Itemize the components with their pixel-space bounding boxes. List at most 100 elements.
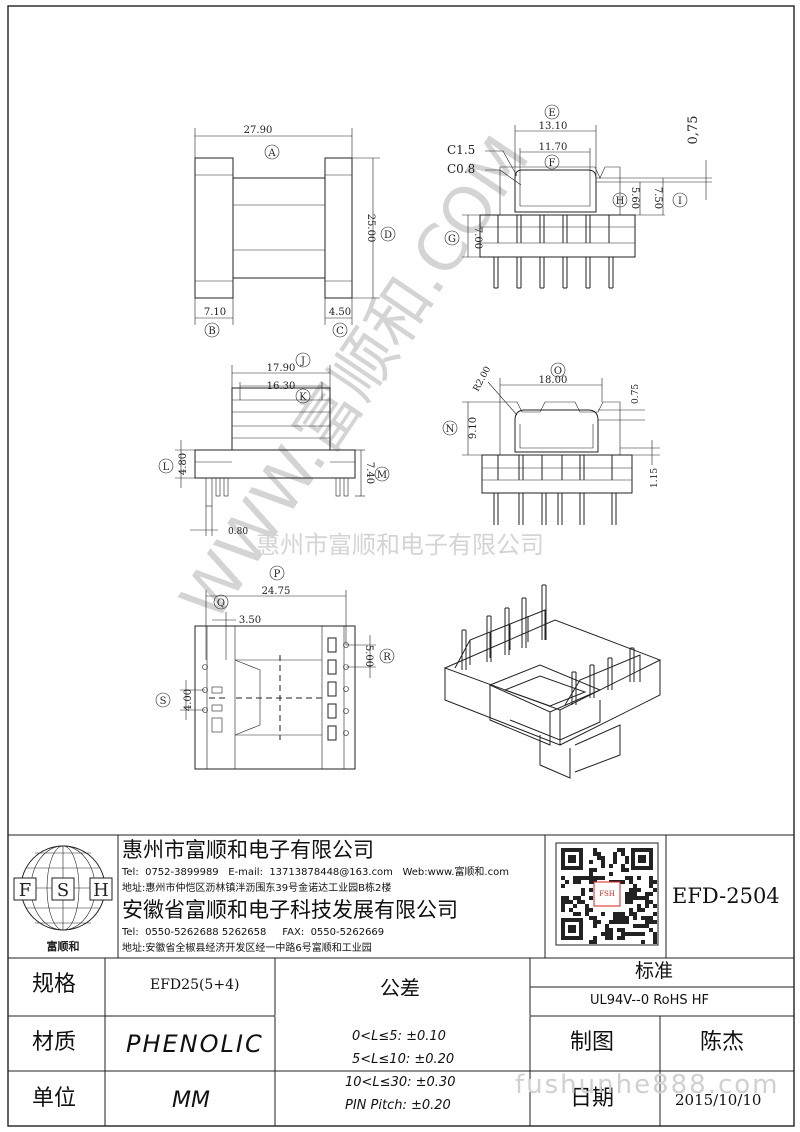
fsh-logo-icon: F S H 富顺和 <box>13 845 113 953</box>
dim-d: 25.00 <box>365 214 376 243</box>
label-n: N <box>442 420 458 436</box>
dim-s: 4.00 <box>183 689 194 711</box>
company1-addr: 惠州市仲恺区沥林镇泮沥围东39号金诺达工业园B栋2楼 <box>145 883 392 894</box>
company1-addr-line: 地址:惠州市仲恺区沥林镇泮沥围东39号金诺达工业园B栋2楼 <box>122 884 391 894</box>
svg-text:O: O <box>554 366 562 377</box>
dim-j: 17.90 <box>267 363 296 374</box>
svg-text:A: A <box>267 148 276 159</box>
svg-text:B: B <box>208 326 215 337</box>
view-end-right <box>462 378 660 525</box>
company1-tel-line: Tel: 0752-3899989 E-mail: 13713878448@16… <box>122 868 509 878</box>
company2-name: 安徽省富顺和电子科技发展有限公司 <box>122 898 458 922</box>
tolerance-line-1: 0<L≤5: ±0.10 <box>352 1029 446 1044</box>
material-value: PHENOLIC <box>126 1030 264 1058</box>
label-d: D <box>380 226 396 242</box>
drawer-label: 制图 <box>570 1030 615 1055</box>
svg-text:N: N <box>446 424 455 435</box>
label-f: F <box>544 154 560 170</box>
svg-text:FSH: FSH <box>599 890 615 898</box>
watermark-company: 惠州市富顺和电子有限公司 <box>256 531 544 559</box>
dim-k: 16.30 <box>267 381 296 392</box>
dim-c15: C1.5 <box>447 143 475 157</box>
dim-c08: C0.8 <box>447 162 475 176</box>
svg-text:S: S <box>57 880 69 901</box>
svg-text:F: F <box>549 158 556 169</box>
company2-addr: 安徽省全椒县经济开发区经一中路6号富顺和工业园 <box>145 943 372 954</box>
svg-text:D: D <box>384 230 392 241</box>
tolerance-label: 公差 <box>380 976 420 1000</box>
dim-t080: 0.80 <box>228 527 248 537</box>
unit-value: MM <box>172 1088 210 1113</box>
svg-text:M: M <box>377 470 387 481</box>
svg-text:Q: Q <box>217 598 225 609</box>
svg-text:J: J <box>300 356 305 367</box>
label-q: Q <box>213 594 229 610</box>
company2-fax: 0550-5262669 <box>310 927 385 938</box>
label-h: H <box>612 192 628 208</box>
label-l: L <box>158 458 174 474</box>
svg-text:C: C <box>336 326 344 337</box>
dim-r: 5.00 <box>363 645 374 667</box>
label-a: A <box>264 144 280 160</box>
svg-text:K: K <box>299 392 307 403</box>
dim-q: 3.50 <box>239 615 261 626</box>
svg-text:H: H <box>616 196 625 207</box>
label-o: O <box>550 362 566 378</box>
tolerance-line-2: 5<L≤10: ±0.20 <box>352 1052 455 1067</box>
label-k: K <box>295 388 311 404</box>
title-block-grid <box>8 834 794 1126</box>
drawing-frame <box>7 5 795 1127</box>
company1-tel-label: Tel: <box>122 867 139 878</box>
svg-text:I: I <box>678 196 682 207</box>
company2-addr-line: 地址:安徽省全椒县经济开发区经一中路6号富顺和工业园 <box>122 944 372 954</box>
label-r: R <box>379 648 395 664</box>
dim-g: 7.00 <box>472 227 483 249</box>
svg-text:S: S <box>160 696 167 707</box>
dim-e: 13.10 <box>539 121 568 132</box>
standard-value: UL94V--0 RoHS HF <box>590 993 710 1008</box>
dim-s075: 0.75 <box>631 384 641 404</box>
dim-m: 7.40 <box>364 462 375 484</box>
label-i: I <box>672 192 688 208</box>
company2-tel: 0550-5262688 5262658 <box>145 927 267 938</box>
dim-o: 18.00 <box>539 375 568 386</box>
date-label: 日期 <box>570 1086 615 1111</box>
dim-i: 7.50 <box>652 187 663 209</box>
watermark-website: fushunhe888.com <box>515 1070 780 1100</box>
tolerance-line-4: PIN Pitch: ±0.20 <box>345 1098 451 1113</box>
qr-code: FSH <box>555 842 659 946</box>
dim-f: 11.70 <box>539 142 568 153</box>
dim-t075: 0,75 <box>686 116 701 145</box>
svg-text:F: F <box>19 880 32 901</box>
part-number: EFD-2504 <box>672 884 780 908</box>
svg-text:G: G <box>448 234 456 245</box>
svg-text:E: E <box>548 108 555 119</box>
company1-email: 13713878448@163.com <box>269 867 393 878</box>
label-j: J <box>295 352 311 368</box>
label-c: C <box>332 322 348 338</box>
view-front-right <box>462 125 712 289</box>
label-s: S <box>155 692 171 708</box>
view-top-left <box>194 128 380 325</box>
dim-a: 27.90 <box>244 125 273 136</box>
svg-text:富顺和: 富顺和 <box>47 939 80 953</box>
label-e: E <box>544 104 560 120</box>
date-value: 2015/10/10 <box>675 1091 762 1109</box>
view-isometric <box>443 584 662 779</box>
svg-text:P: P <box>274 569 281 580</box>
material-label: 材质 <box>32 1030 77 1055</box>
company2-addr-label: 地址: <box>122 943 146 954</box>
company1-tel: 0752-3899989 <box>145 867 219 878</box>
dim-p: 24.75 <box>262 586 291 597</box>
dim-r2: R2.00 <box>472 365 494 394</box>
dim-h: 5.60 <box>629 187 640 209</box>
svg-text:H: H <box>93 880 109 901</box>
dim-n: 9.10 <box>468 417 479 439</box>
company2-tel-line: Tel: 0550-5262688 5262658 FAX: 0550-5262… <box>122 928 384 938</box>
company1-web: www.富顺和.com <box>427 867 509 878</box>
label-m: M <box>374 466 390 482</box>
label-b: B <box>204 322 220 338</box>
dim-l: 4.80 <box>178 453 189 475</box>
company1-web-label: Web: <box>402 867 428 878</box>
